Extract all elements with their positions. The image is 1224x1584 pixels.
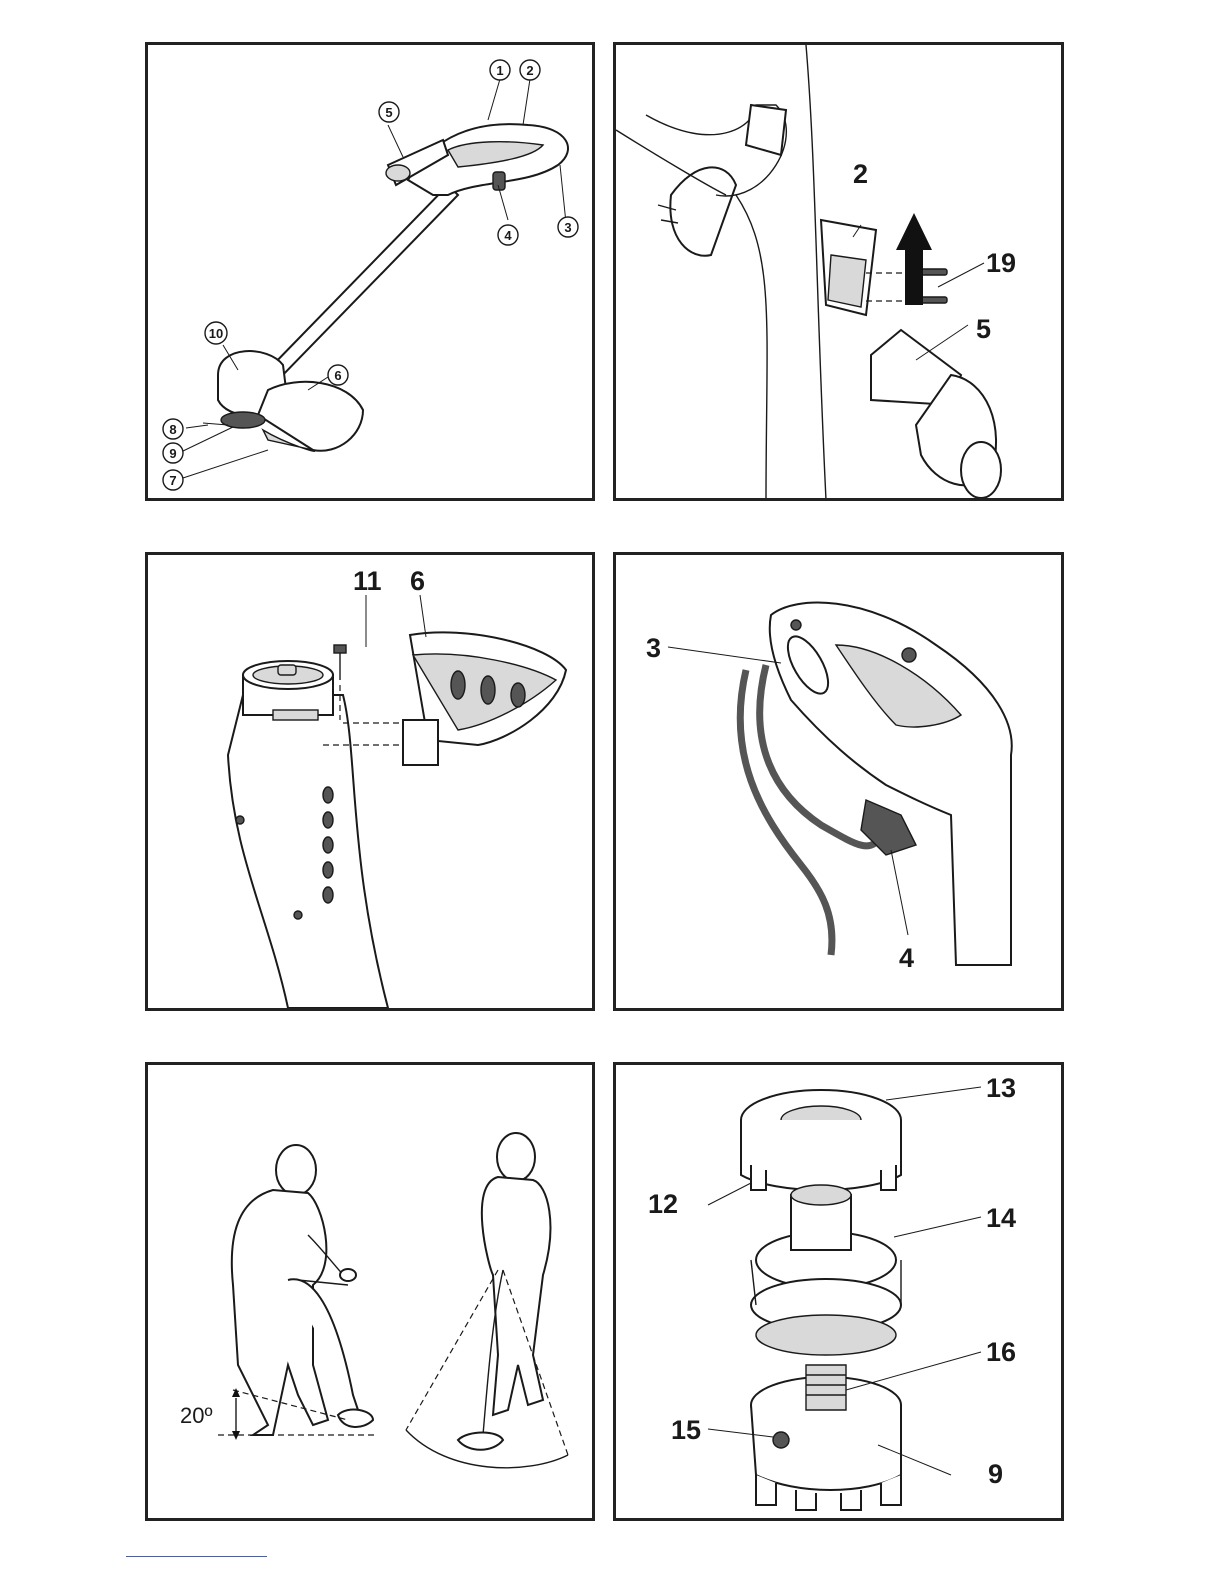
svg-text:3: 3 [646, 633, 661, 663]
svg-text:10: 10 [209, 326, 223, 341]
callout-10: 10 [205, 322, 227, 344]
svg-text:6: 6 [334, 368, 341, 383]
callout-6: 6 [328, 365, 348, 385]
svg-text:5: 5 [976, 314, 991, 344]
angle-label: 20º [180, 1403, 213, 1428]
figure-cable-retainer: 3 4 [613, 552, 1064, 1011]
svg-text:2: 2 [853, 159, 868, 189]
label-3: 3 [646, 633, 661, 663]
label-11: 11 [353, 566, 382, 596]
label-14: 14 [986, 1203, 1016, 1233]
spool-exploded-drawing: 13 12 14 16 15 9 [616, 1065, 1061, 1518]
svg-text:12: 12 [648, 1189, 678, 1219]
svg-text:13: 13 [986, 1073, 1016, 1103]
svg-text:11: 11 [353, 566, 382, 596]
label-9: 9 [988, 1459, 1003, 1489]
svg-text:19: 19 [986, 248, 1016, 278]
callout-9: 9 [163, 443, 183, 463]
svg-text:4: 4 [504, 228, 512, 243]
label-6: 6 [410, 566, 425, 596]
svg-text:15: 15 [671, 1415, 701, 1445]
svg-text:7: 7 [169, 473, 176, 488]
operating-position-drawing: 20º [148, 1065, 592, 1518]
svg-text:8: 8 [169, 422, 176, 437]
svg-text:5: 5 [385, 105, 392, 120]
svg-text:6: 6 [410, 566, 425, 596]
callout-4: 4 [498, 225, 518, 245]
label-4: 4 [899, 943, 914, 973]
svg-text:20º: 20º [180, 1403, 213, 1428]
svg-text:14: 14 [986, 1203, 1016, 1233]
handle-assembly-drawing: 2 19 5 [616, 45, 1061, 498]
label-5: 5 [976, 314, 991, 344]
callout-2: 2 [520, 60, 540, 80]
label-13: 13 [986, 1073, 1016, 1103]
guard-fitting-drawing: 11 6 [148, 555, 592, 1008]
figure-spool-exploded: 13 12 14 16 15 9 [613, 1062, 1064, 1521]
svg-text:1: 1 [496, 63, 503, 78]
label-12: 12 [648, 1189, 678, 1219]
trimmer-overview-drawing: 1 2 3 4 5 6 7 8 [148, 45, 592, 498]
figure-operating-position: 20º [145, 1062, 595, 1521]
svg-text:3: 3 [564, 220, 571, 235]
callout-8: 8 [163, 419, 183, 439]
label-15: 15 [671, 1415, 701, 1445]
operator-right [482, 1133, 551, 1415]
footer-rule [126, 1556, 267, 1557]
callout-5: 5 [379, 102, 399, 122]
callout-1: 1 [490, 60, 510, 80]
svg-text:16: 16 [986, 1337, 1016, 1367]
svg-text:4: 4 [899, 943, 914, 973]
svg-text:9: 9 [988, 1459, 1003, 1489]
label-2: 2 [853, 159, 868, 189]
callout-7: 7 [163, 470, 183, 490]
svg-text:9: 9 [169, 446, 176, 461]
label-16: 16 [986, 1337, 1016, 1367]
callout-3: 3 [558, 217, 578, 237]
cable-retainer-drawing: 3 4 [616, 555, 1061, 1008]
figure-handle-assembly: 2 19 5 [613, 42, 1064, 501]
label-19: 19 [986, 248, 1016, 278]
figure-guard-fitting: 11 6 [145, 552, 595, 1011]
figure-trimmer-overview: 1 2 3 4 5 6 7 8 [145, 42, 595, 501]
svg-text:2: 2 [526, 63, 533, 78]
